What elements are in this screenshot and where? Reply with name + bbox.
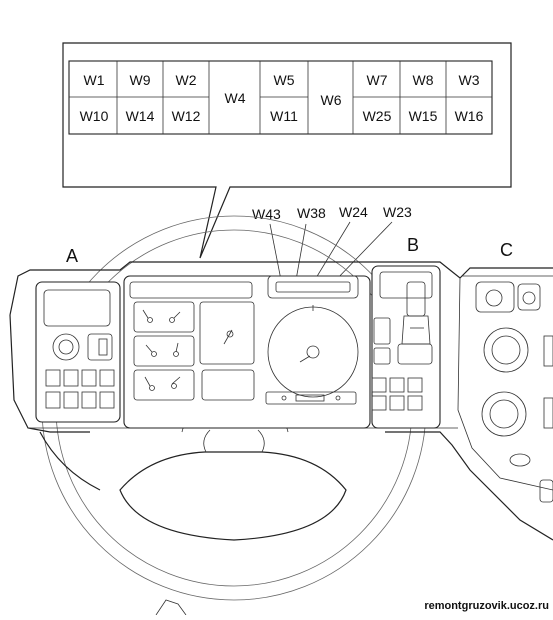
fuse-label: W25 bbox=[363, 108, 392, 124]
fuse-label: W5 bbox=[274, 72, 295, 88]
pointer-label-w43: W43 bbox=[252, 206, 281, 222]
fuse-label: W15 bbox=[409, 108, 438, 124]
instrument-cluster bbox=[123, 275, 371, 429]
fuse-label: W16 bbox=[455, 108, 484, 124]
fuse-label: W4 bbox=[225, 90, 246, 106]
callout-frame: W1 W9 W2 W10 W14 W12 W4 W5 W11 W6 W7 W8 … bbox=[62, 42, 512, 259]
panel-a bbox=[35, 281, 121, 423]
fuse-label: W14 bbox=[126, 108, 155, 124]
fuse-label: W11 bbox=[270, 108, 298, 124]
fuse-label: W12 bbox=[172, 108, 201, 124]
fuse-grid bbox=[68, 60, 493, 135]
fuse-label: W2 bbox=[176, 72, 197, 88]
pointer-label-w38: W38 bbox=[297, 205, 326, 221]
fuse-label: W6 bbox=[321, 92, 342, 108]
panel-c bbox=[462, 275, 553, 503]
fuse-label: W9 bbox=[130, 72, 151, 88]
fuse-label: W7 bbox=[367, 72, 388, 88]
fuse-label: W10 bbox=[80, 108, 109, 124]
bottom-stub bbox=[155, 599, 187, 616]
section-label-c: C bbox=[500, 240, 513, 260]
panel-b bbox=[371, 265, 441, 429]
watermark: remontgruzovik.ucoz.ru bbox=[424, 600, 549, 612]
section-label-b: B bbox=[407, 235, 419, 255]
section-label-a: A bbox=[66, 246, 78, 266]
pointer-label-w24: W24 bbox=[339, 204, 368, 220]
pointer-label-w23: W23 bbox=[383, 204, 412, 220]
fuse-label: W1 bbox=[84, 72, 105, 88]
fuse-label: W3 bbox=[459, 72, 480, 88]
fuse-label: W8 bbox=[413, 72, 434, 88]
